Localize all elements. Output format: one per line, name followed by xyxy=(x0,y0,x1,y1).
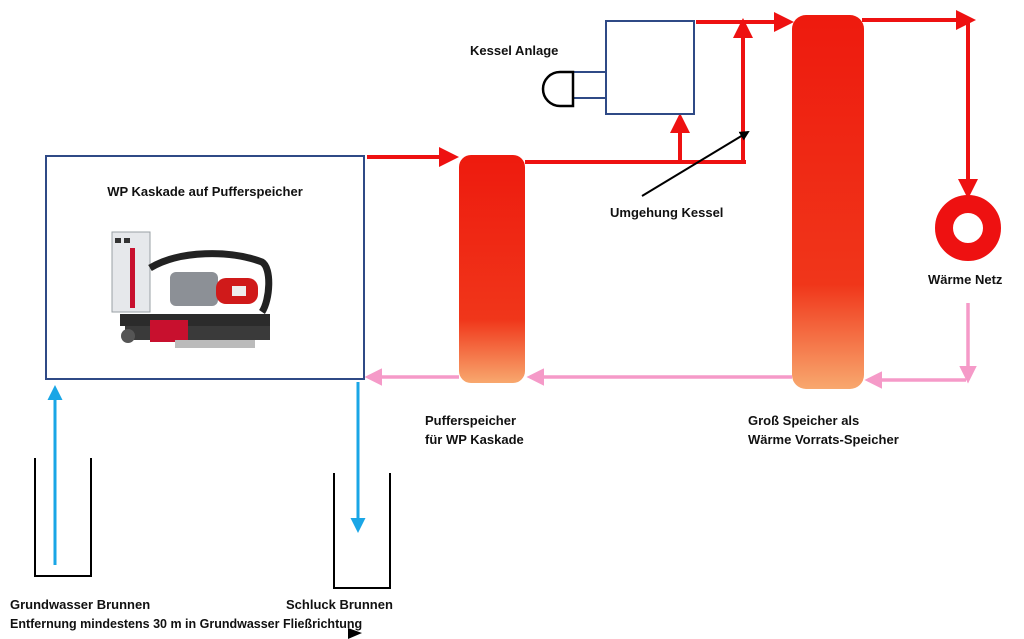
grundwasser-brunnen-label: Grundwasser Brunnen xyxy=(10,597,151,612)
kessel-anlage-label: Kessel Anlage xyxy=(470,43,559,58)
bypass-annotation-arrow xyxy=(641,130,750,197)
gross-speicher-label-1: Groß Speicher als xyxy=(748,413,860,428)
heat-network-ring-icon xyxy=(935,195,1001,261)
groundwater-well xyxy=(34,458,92,577)
puffer-tank xyxy=(459,155,525,383)
injection-well xyxy=(333,473,391,589)
entfernung-label: Entfernung mindestens 30 m in Grundwasse… xyxy=(10,617,363,631)
pufferspeicher-label-2: für WP Kaskade xyxy=(425,432,524,447)
burner-icon xyxy=(541,70,607,108)
boiler-box xyxy=(605,20,695,115)
wp-cascade-box: WP Kaskade auf Pufferspeicher xyxy=(45,155,365,380)
groundwater-piping xyxy=(47,382,366,565)
waerme-netz-label: Wärme Netz xyxy=(928,272,1003,287)
umgehung-kessel-label: Umgehung Kessel xyxy=(610,205,724,220)
pufferspeicher-label-1: Pufferspeicher xyxy=(425,413,517,428)
flow-direction-arrowhead xyxy=(348,628,362,639)
return-piping xyxy=(364,303,977,389)
big-storage-tank xyxy=(792,15,864,389)
schluck-brunnen-label: Schluck Brunnen xyxy=(286,597,393,612)
gross-speicher-label-2: Wärme Vorrats-Speicher xyxy=(748,432,899,447)
wp-cascade-title: WP Kaskade auf Pufferspeicher xyxy=(107,184,303,199)
